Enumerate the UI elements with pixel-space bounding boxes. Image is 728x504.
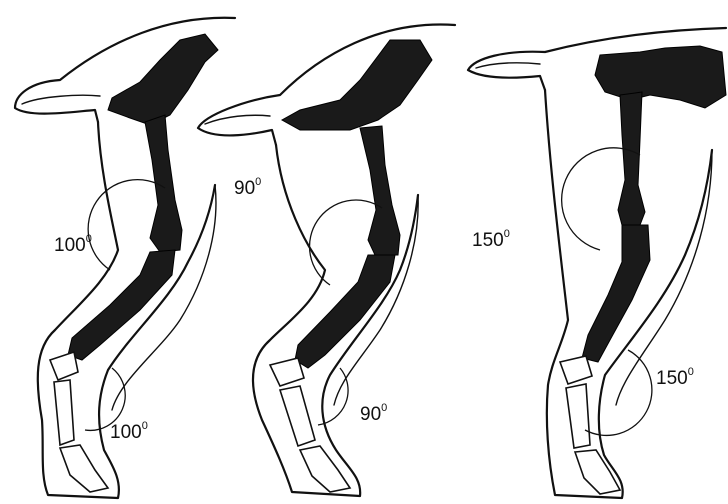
leg-3-upper-angle-label: 1500 xyxy=(472,228,510,251)
leg-2-radius xyxy=(295,255,395,368)
leg-2-lower-angle-label: 900 xyxy=(360,402,387,425)
leg-1: 1000 1000 xyxy=(15,18,235,498)
leg-2-metacarpal xyxy=(280,386,315,446)
leg-3-phalanges xyxy=(575,450,620,494)
leg-3-back-contour xyxy=(476,63,540,68)
leg-1-back-contour xyxy=(22,95,100,104)
leg-1-scapula xyxy=(108,34,218,125)
leg-2: 900 900 xyxy=(198,25,455,496)
leg-3-humerus xyxy=(618,92,645,225)
leg-1-phalanges xyxy=(60,445,108,492)
leg-3-metacarpal xyxy=(566,384,590,448)
leg-1-humerus xyxy=(145,115,182,252)
leg-3-lower-angle-arc xyxy=(585,350,652,435)
leg-3-carpal-bones xyxy=(560,356,592,384)
leg-3-radius xyxy=(582,225,650,362)
leg-2-back-contour xyxy=(205,115,270,124)
leg-1-upper-angle-label: 1000 xyxy=(54,233,92,256)
leg-3: 1500 1500 xyxy=(468,28,726,498)
leg-2-carpal-bones xyxy=(270,358,304,386)
leg-2-phalanges xyxy=(300,446,350,492)
leg-1-metacarpal xyxy=(54,380,74,445)
leg-2-upper-angle-label: 900 xyxy=(234,176,261,199)
leg-2-humerus xyxy=(360,126,400,255)
leg-3-lower-angle-label: 1500 xyxy=(656,366,694,389)
leg-1-lower-angle-label: 1000 xyxy=(110,420,148,443)
leg-3-scapula xyxy=(595,46,726,108)
leg-2-scapula xyxy=(282,40,432,130)
leg-1-carpal-bones xyxy=(50,352,78,380)
